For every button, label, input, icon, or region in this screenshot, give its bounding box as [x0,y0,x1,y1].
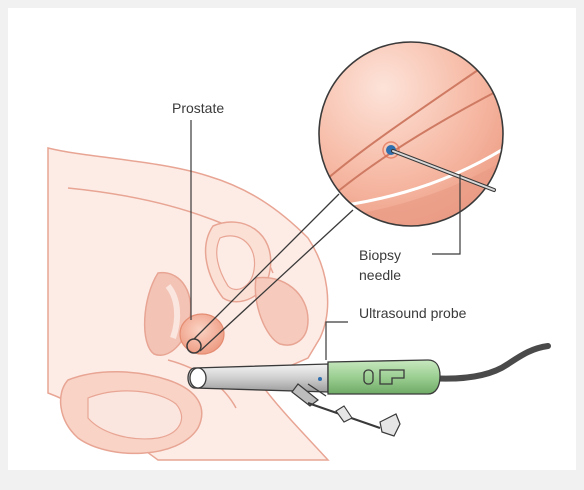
zoom-detail-circle [308,42,508,238]
anatomy-illustration [8,8,584,490]
prostate-label: Prostate [172,99,224,117]
probe-leader-line [326,322,348,360]
pelvis-silhouette [48,148,328,460]
ultrasound-probe-label: Ultrasound probe [359,304,466,322]
biopsy-needle-label-line2: needle [359,265,401,285]
biopsy-needle-label: Biopsy needle [359,245,401,285]
biopsy-needle-label-line1: Biopsy [359,245,401,265]
prostate-gland [180,314,224,354]
diagram-frame: Prostate Biopsy needle Ultrasound probe [8,8,576,470]
